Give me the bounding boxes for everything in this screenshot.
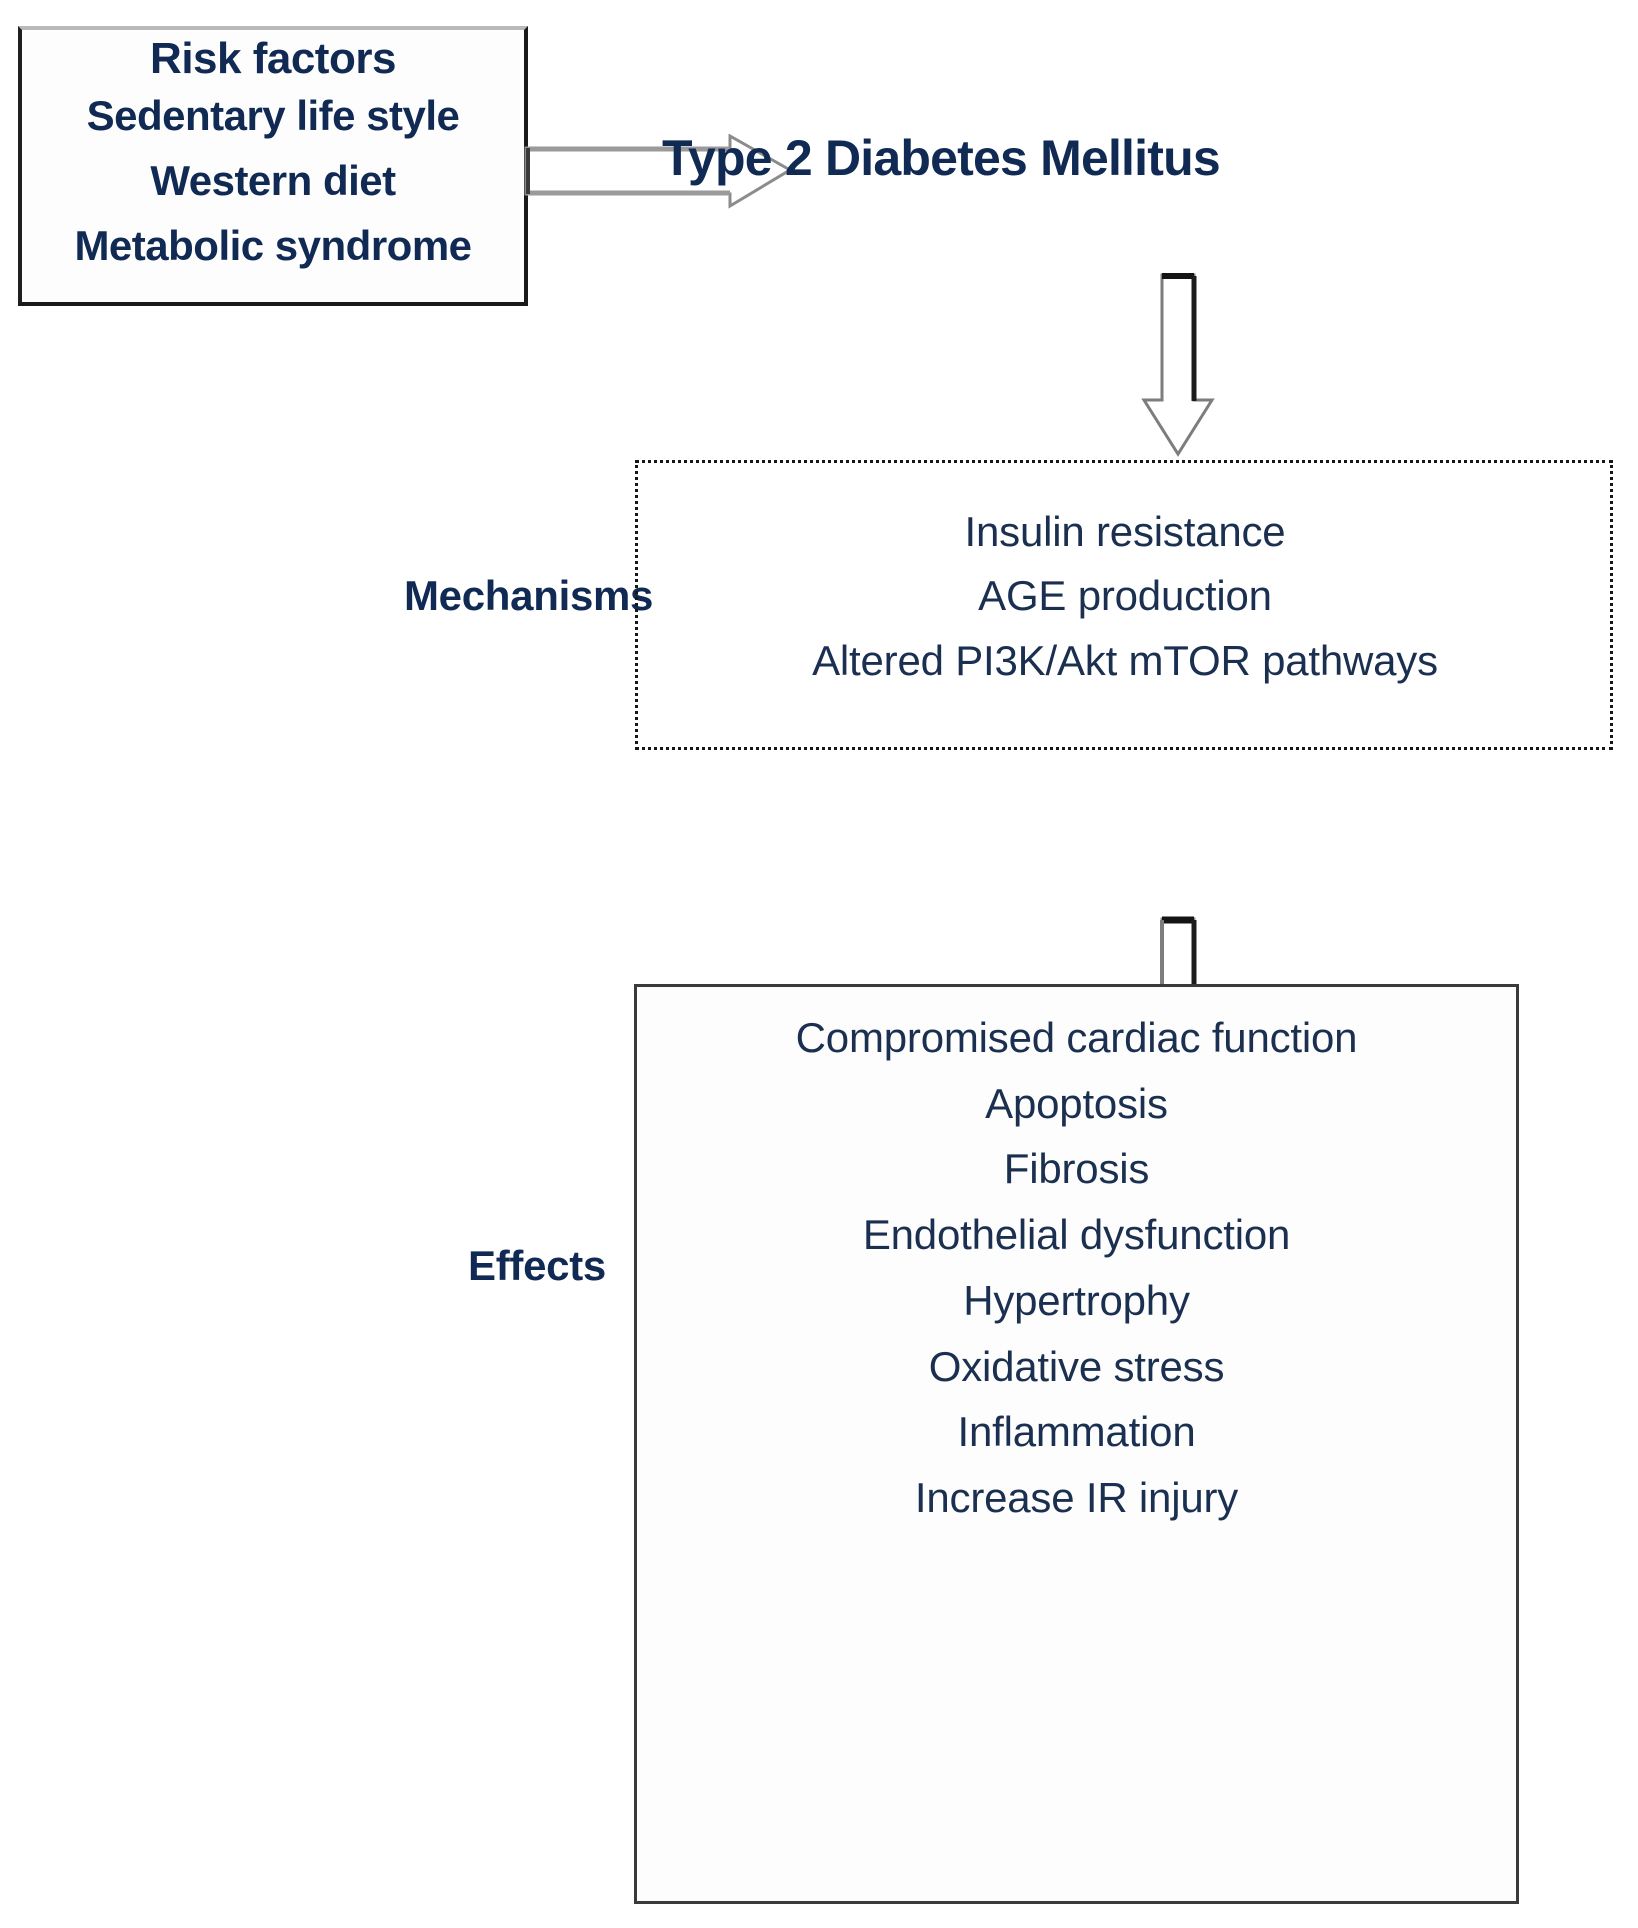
mechanisms-label: Mechanisms <box>404 572 654 619</box>
arrow-right-icon <box>524 133 794 210</box>
mechanisms-item-3: Altered PI3K/Akt mTOR pathways <box>812 636 1438 684</box>
effects-item-6: Oxidative stress <box>928 1342 1225 1390</box>
risk-factor-item-3: Metabolic syndrome <box>74 222 472 270</box>
effects-item-2: Apoptosis <box>985 1079 1168 1127</box>
effects-label: Effects <box>468 1242 606 1289</box>
mechanisms-item-1: Insulin resistance <box>964 508 1286 555</box>
mechanisms-box <box>635 460 1613 750</box>
effects-item-5: Hypertrophy <box>963 1276 1190 1324</box>
risk-factors-box: Risk factors Sedentary life style Wester… <box>18 26 528 306</box>
effects-item-7: Inflammation <box>957 1408 1196 1456</box>
mechanisms-item-2: AGE production <box>978 572 1272 620</box>
arrow-down-icon-1 <box>1128 272 1228 458</box>
risk-factors-heading: Risk factors <box>150 34 396 83</box>
effects-item-3: Fibrosis <box>1003 1145 1150 1193</box>
effects-item-4: Endothelial dysfunction <box>862 1211 1291 1259</box>
risk-factor-item-2: Western diet <box>150 157 396 205</box>
effects-box <box>634 984 1519 1904</box>
risk-factor-item-1: Sedentary life style <box>86 92 460 140</box>
effects-item-8: Increase IR injury <box>914 1474 1239 1522</box>
main-node-label: Type 2 Diabetes Mellitus <box>662 130 1221 186</box>
effects-item-1: Compromised cardiac function <box>795 1014 1358 1061</box>
mechanisms-list: Insulin resistance AGE production Altere… <box>650 500 1600 693</box>
effects-list: Compromised cardiac function Apoptosis F… <box>644 1000 1509 1531</box>
